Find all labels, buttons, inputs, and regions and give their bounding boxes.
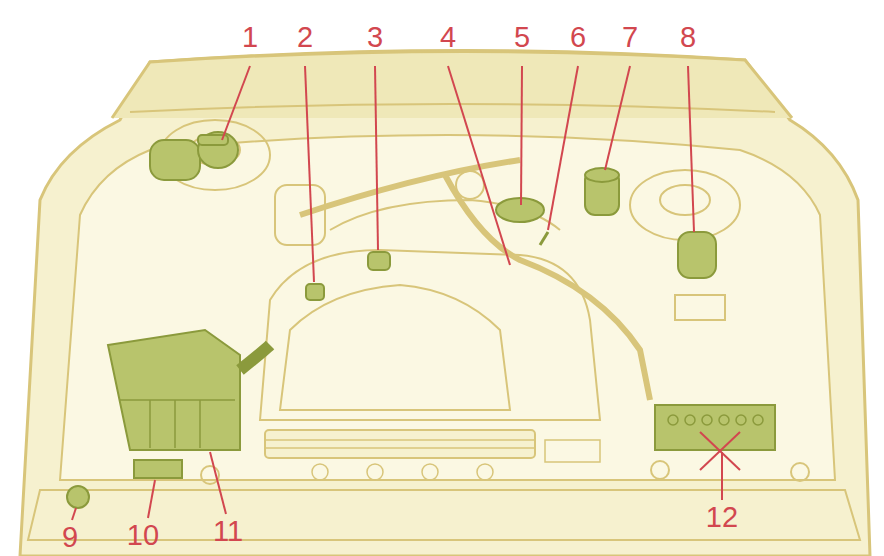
callout-number: 6 bbox=[568, 22, 588, 52]
callout-number: 11 bbox=[211, 516, 245, 546]
callout-number: 2 bbox=[295, 22, 315, 52]
callout-number: 9 bbox=[60, 522, 80, 552]
callout-number: 5 bbox=[512, 22, 532, 52]
callout-number: 1 bbox=[240, 22, 260, 52]
callout-number: 10 bbox=[125, 520, 161, 550]
callout-number: 7 bbox=[620, 22, 640, 52]
callout-number: 8 bbox=[678, 22, 698, 52]
callout-number: 4 bbox=[438, 22, 458, 52]
callout-number: 12 bbox=[704, 502, 740, 532]
callout-number: 3 bbox=[365, 22, 385, 52]
